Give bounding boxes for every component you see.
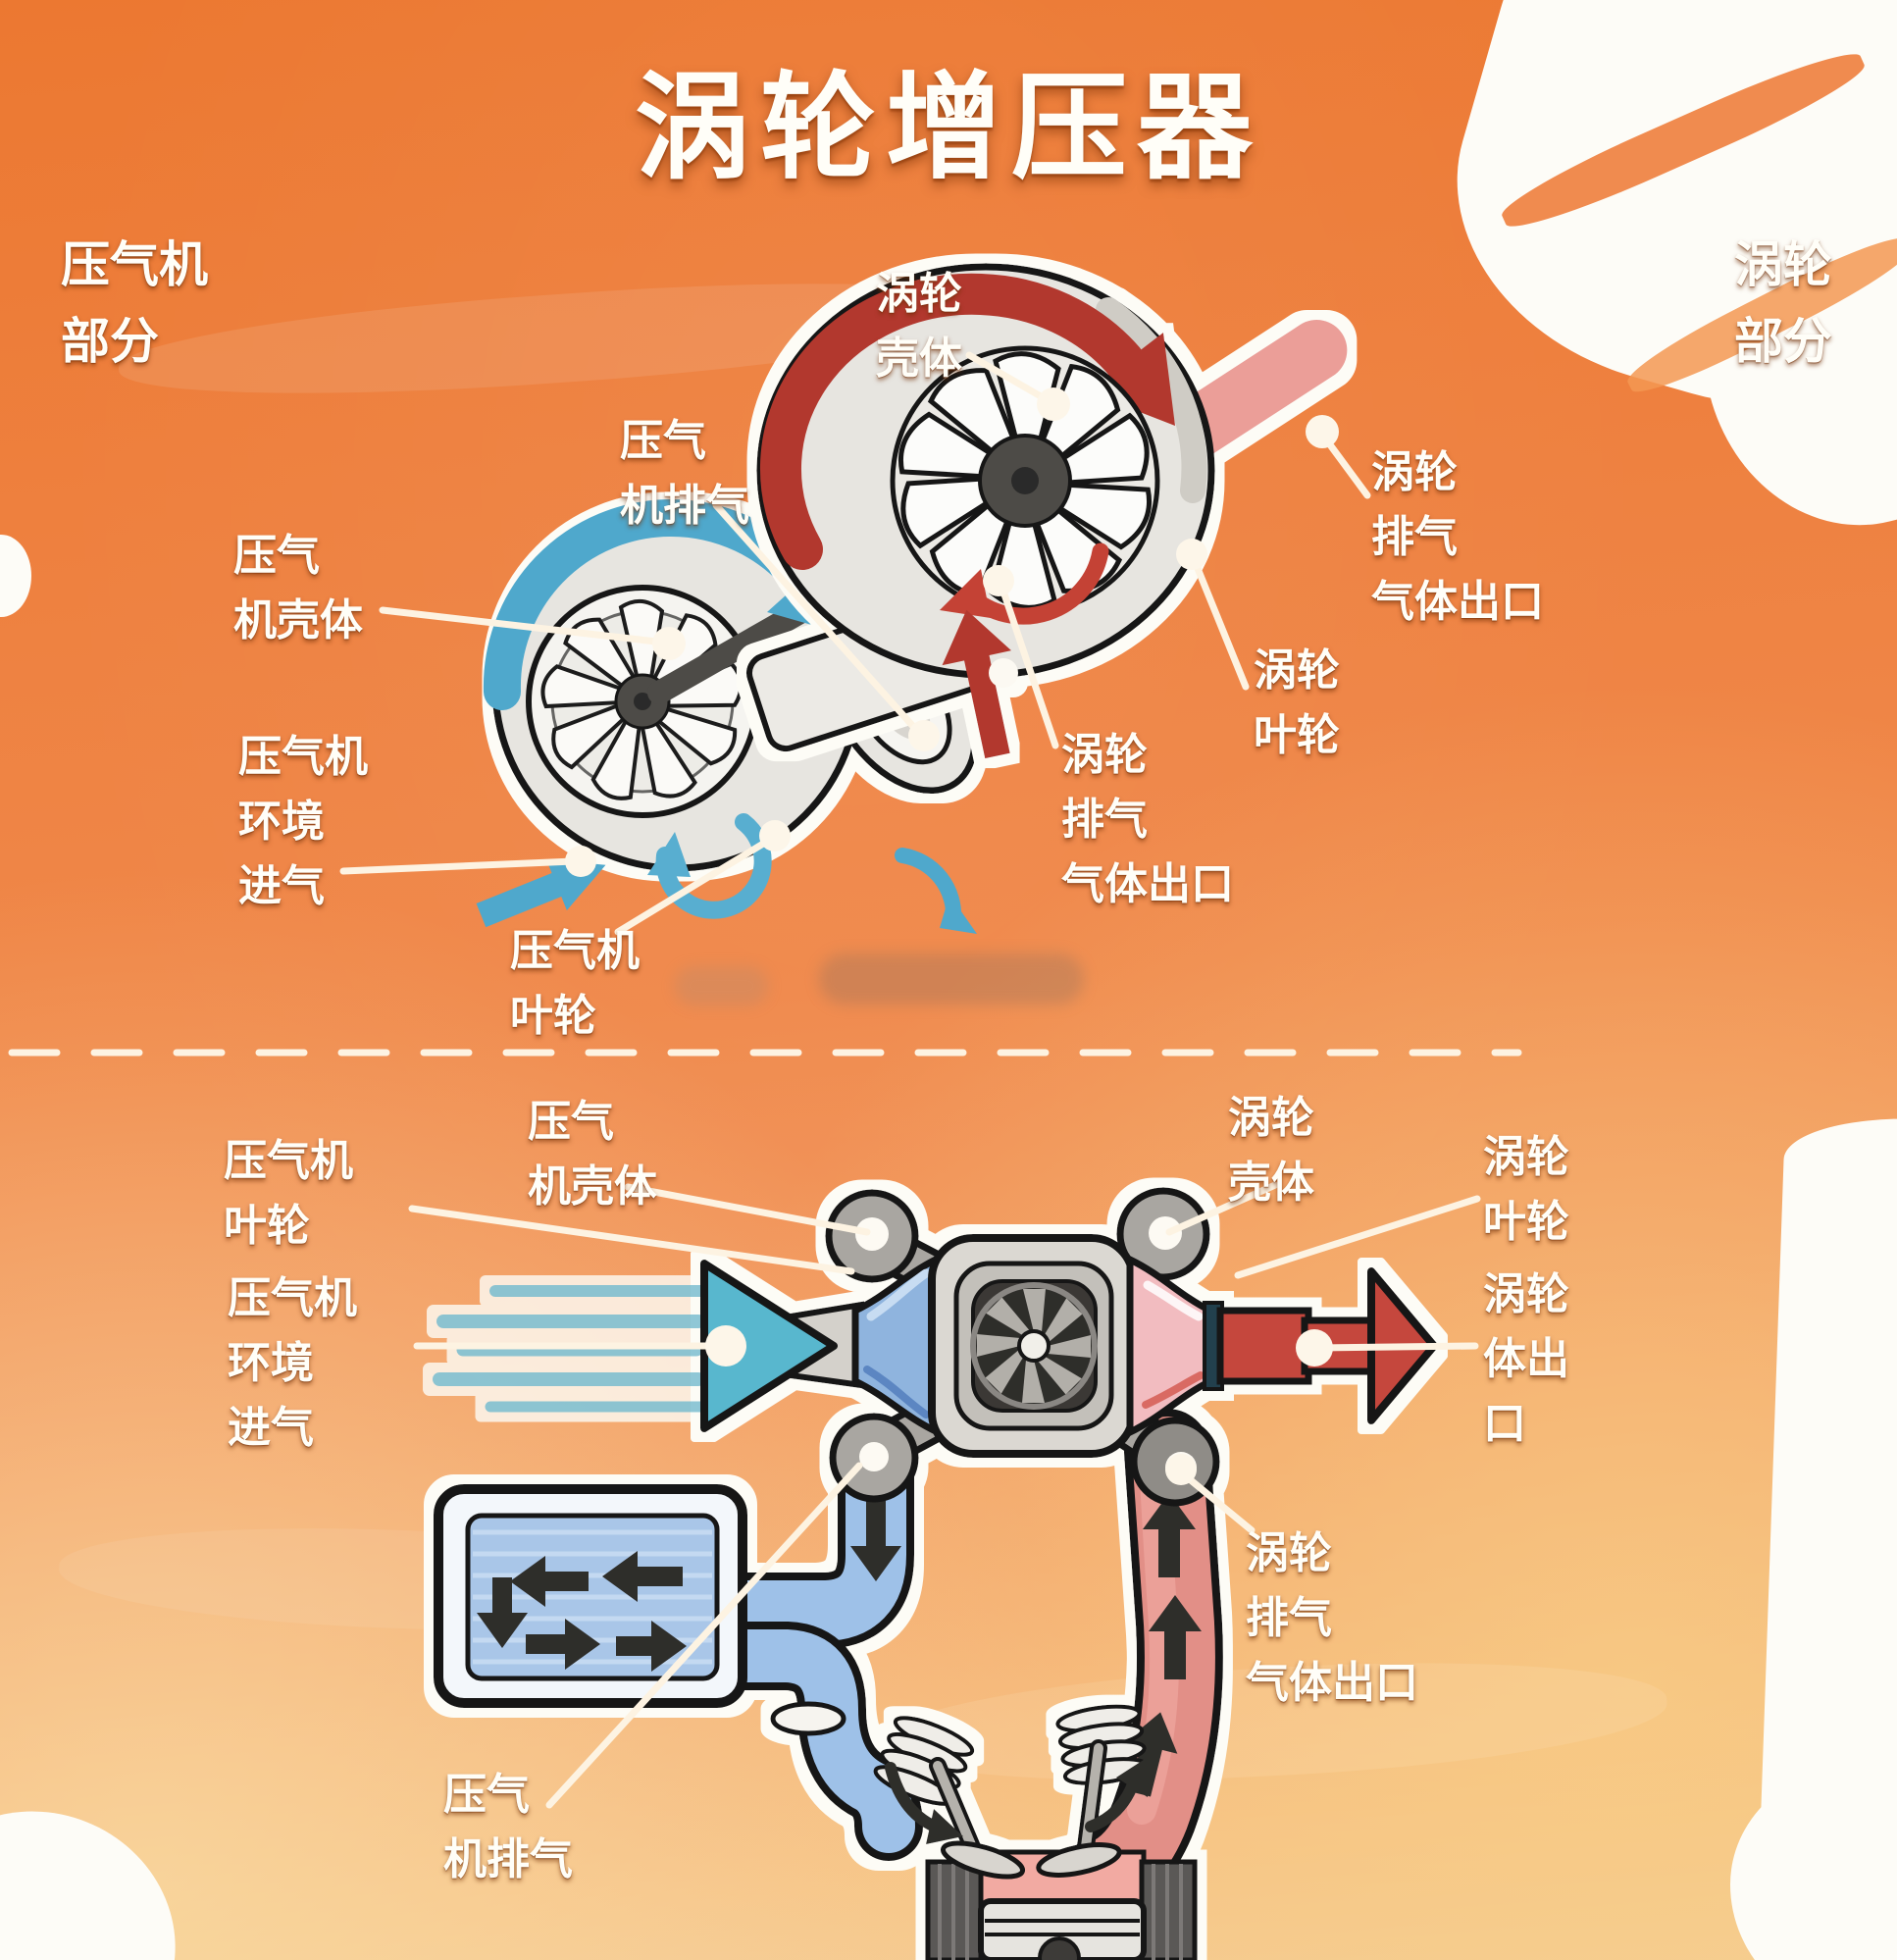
exhaust-circulation-arrowhead (1087, 333, 1175, 426)
charge-air-down-arrow (850, 1499, 901, 1581)
heading-turbine-section: 涡轮 部分 (1734, 236, 1832, 370)
ear-bolt-hole (855, 1217, 889, 1251)
watermark-smudge (819, 954, 1084, 1005)
intercooler (434, 1484, 747, 1708)
engine-cylinder (873, 1704, 1198, 1960)
compressor-impeller-cone (851, 1254, 942, 1438)
pipe-clamp (770, 1701, 846, 1736)
label-compressor-ambient-intake-bottom: 压气机环境进气 (228, 1273, 357, 1453)
charge-air-pipe-cool (705, 1425, 923, 1861)
ear-bolt-hole (1149, 1216, 1182, 1250)
turbo-system-schematic (433, 1187, 1438, 1960)
label-compressor-impeller-top: 压气机叶轮 (510, 926, 640, 1041)
label-compressor-ambient-intake-top: 压气机环境进气 (238, 732, 368, 911)
label-turbine-exhaust-outlet-right: 涡轮排气气体出口 (1371, 447, 1544, 627)
label-compressor-exhaust-top: 压气机排气 (620, 416, 749, 531)
turbine-unit-cutaway (745, 263, 1348, 759)
exhaust-pipe-hot (1067, 1409, 1223, 1915)
exhaust-flow-arrow (1085, 1776, 1140, 1832)
label-turbine-impeller-bottom: 涡轮叶轮 (1483, 1132, 1569, 1247)
page-title: 涡轮增压器 (634, 60, 1263, 195)
intake-valve-head (940, 1840, 1026, 1880)
label-turbine-exhaust-outlet-mid: 涡轮排气气体出口 (1061, 730, 1234, 909)
exhaust-inlet-arrow (942, 609, 1011, 759)
label-compressor-impeller-bottom: 压气机叶轮 (224, 1136, 353, 1251)
exhaust-valve-spring (1055, 1704, 1150, 1785)
leader-lines (339, 351, 1481, 1809)
label-turbine-body-outlet: 涡轮体出口 (1483, 1269, 1569, 1449)
watermark-smudge (675, 966, 768, 1006)
intercooler-flow-arrows (477, 1551, 687, 1672)
flange-hole (989, 658, 1018, 688)
label-turbine-housing-top: 涡轮壳体 (876, 269, 962, 384)
piston (978, 1898, 1147, 1960)
label-turbine-impeller-top: 涡轮叶轮 (1254, 645, 1340, 760)
center-housing (928, 1234, 1137, 1458)
label-compressor-exhaust-bottom: 压气机排气 (443, 1770, 573, 1884)
wrist-pin (1038, 1936, 1081, 1960)
ear-bolt-hole (859, 1442, 889, 1471)
label-turbine-housing-bottom: 涡轮壳体 (1228, 1093, 1314, 1208)
label-compressor-housing-bottom: 压气机壳体 (528, 1097, 657, 1212)
heading-compressor-section: 压气机 部分 (61, 236, 208, 370)
leader-dots (565, 387, 1339, 1485)
label-compressor-housing-top: 压气机壳体 (233, 531, 363, 645)
ambient-intake-arrow (476, 859, 606, 928)
turbine-outlet-stub (1216, 1307, 1312, 1385)
exhaust-circulation-arrow (759, 273, 1145, 570)
turbine-wheel-cone (1126, 1254, 1214, 1438)
exhaust-valve-head (1036, 1842, 1122, 1878)
label-turbine-exhaust-outlet-bottom: 涡轮排气气体出口 (1246, 1528, 1418, 1708)
